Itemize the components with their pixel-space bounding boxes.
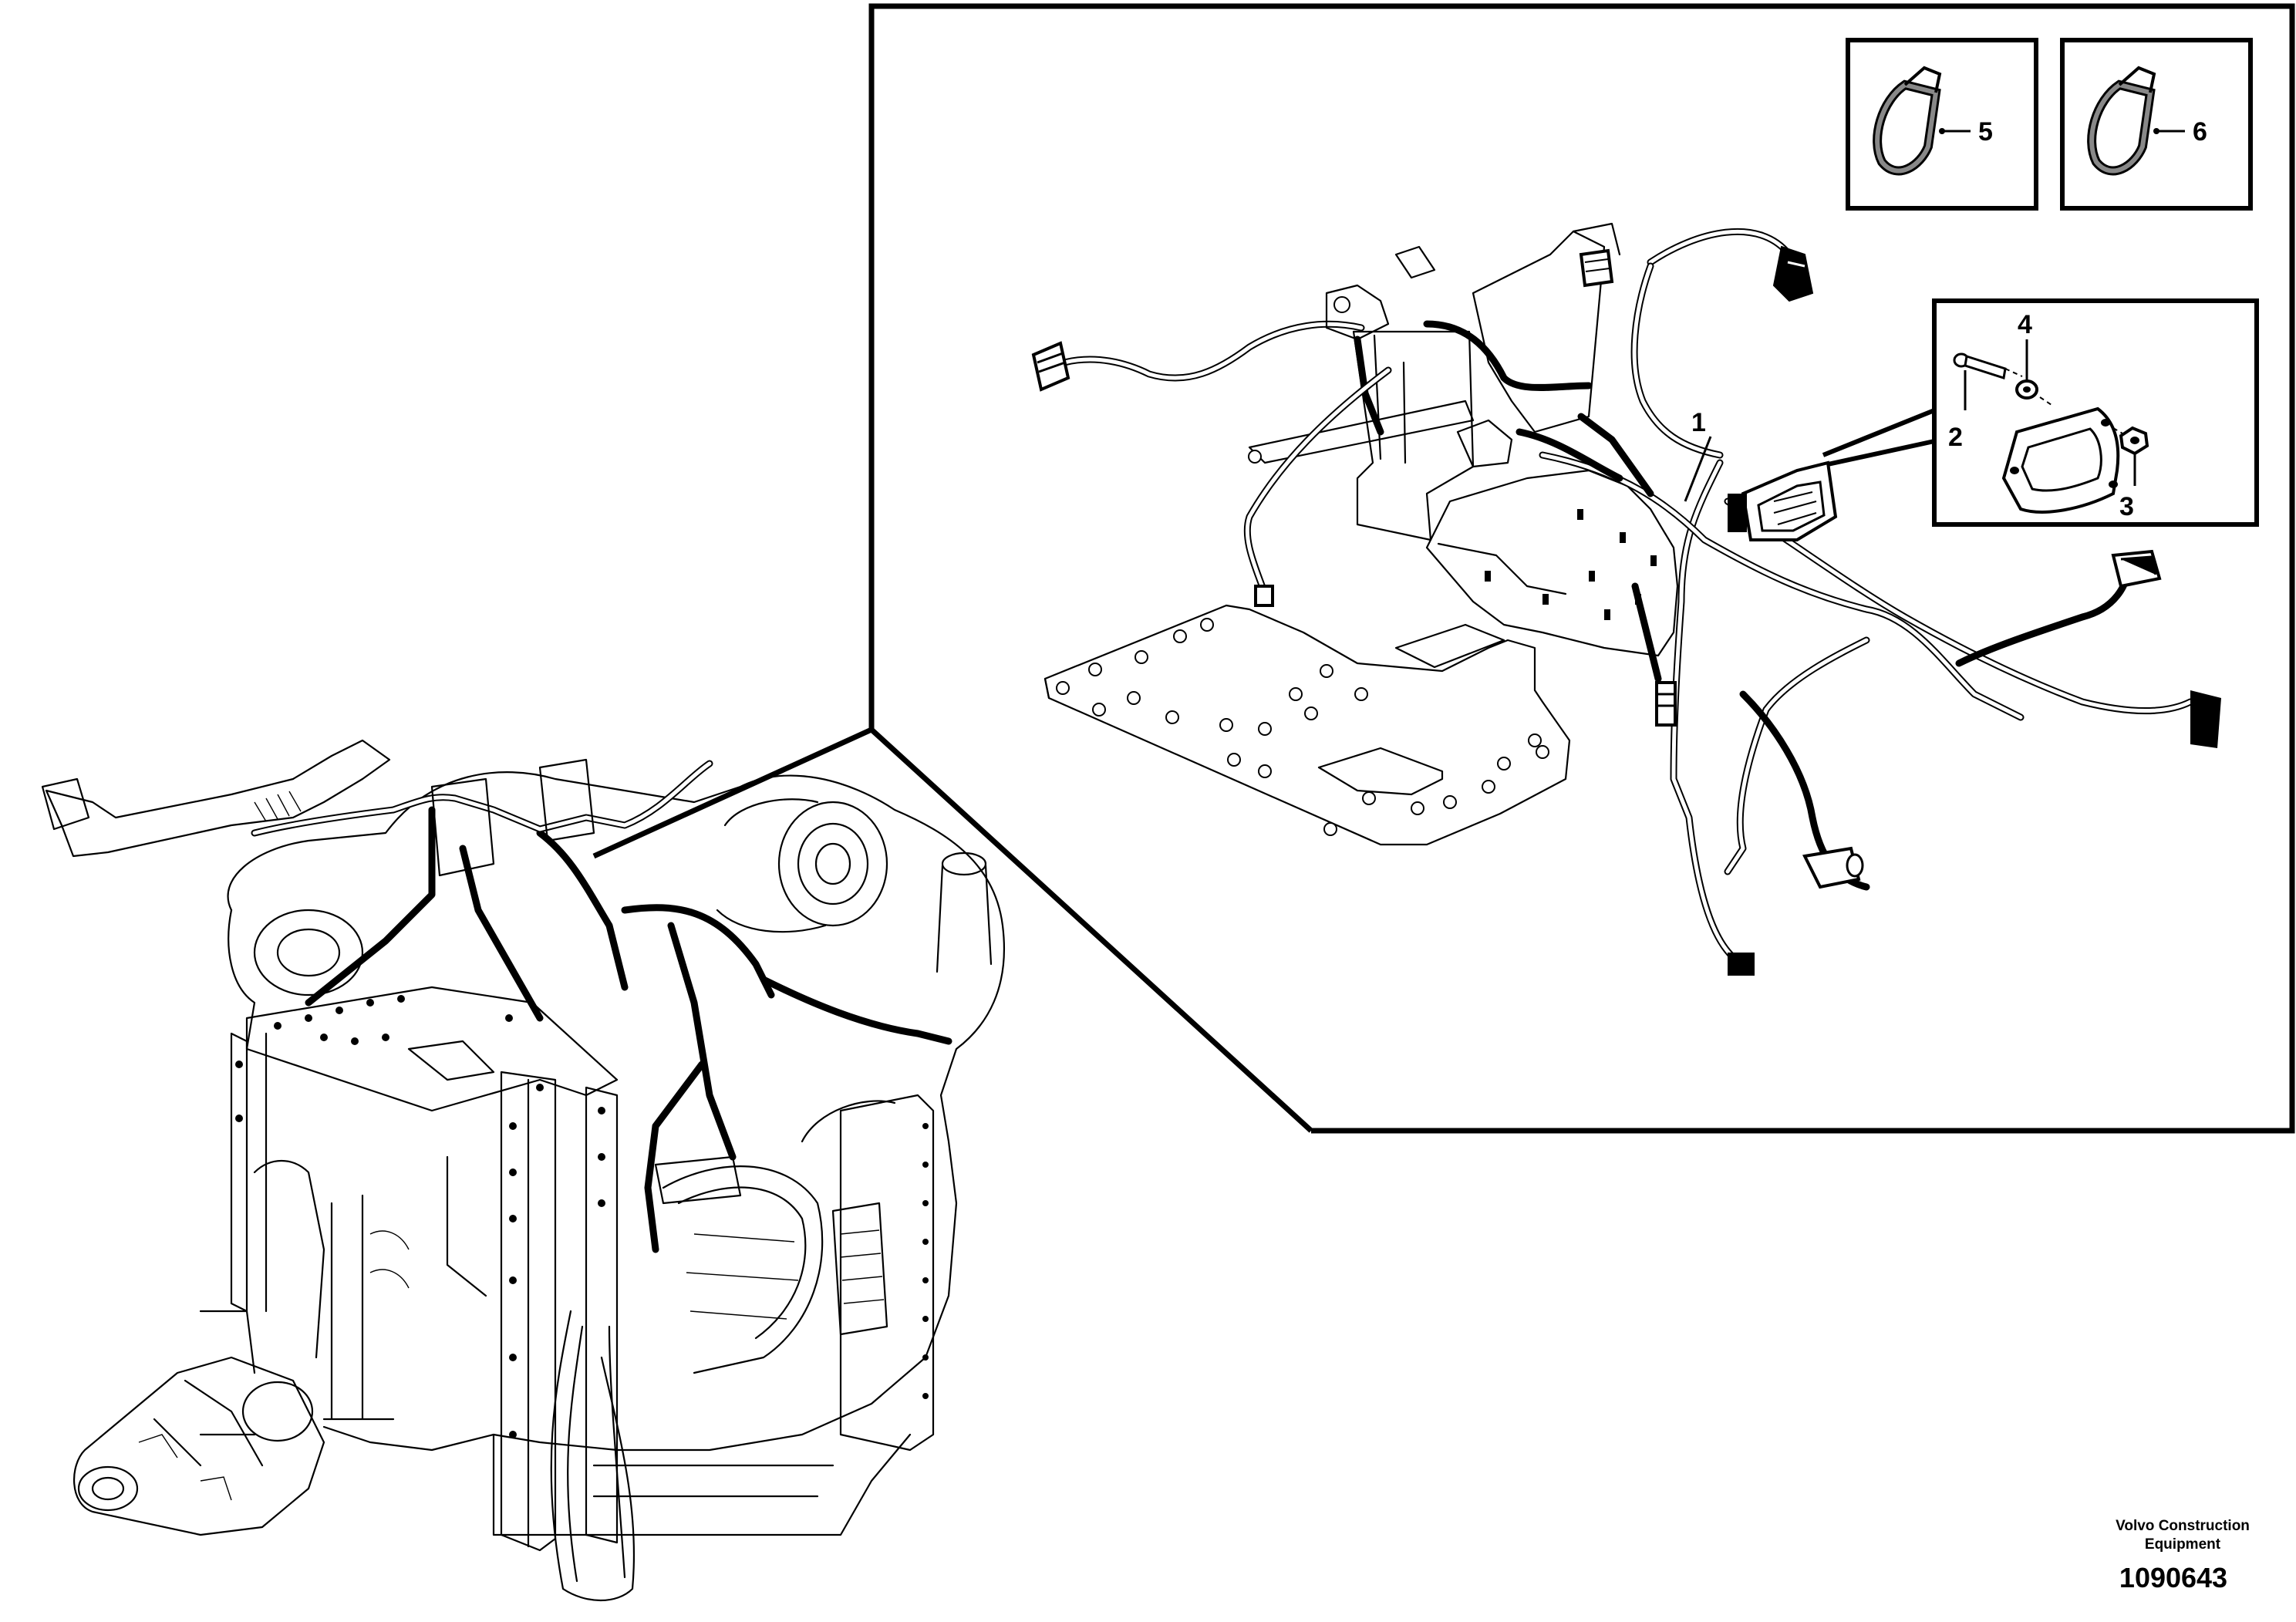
brand-line-2: Equipment	[2145, 1536, 2221, 1553]
connector-icon	[2111, 549, 2162, 588]
title-block: Volvo Construction Equipment 1090643	[2116, 1518, 2250, 1593]
callout-3: 3	[2119, 492, 2134, 521]
callout-5: 5	[1978, 117, 1993, 147]
connector-icon	[1802, 846, 1864, 889]
washer-icon	[2015, 379, 2038, 400]
cable-tie-icon	[2087, 66, 2156, 176]
callout-4: 4	[2018, 310, 2032, 339]
connector-icon	[1728, 953, 1755, 976]
connector-icon	[1772, 245, 1814, 302]
callout-2: 2	[1948, 423, 1963, 452]
ecu-connector-icon	[1728, 460, 1838, 541]
connector-icon	[1031, 341, 1070, 392]
cable-tie-icon	[1873, 66, 1942, 176]
mounting-bracket-icon	[2001, 406, 2120, 514]
nut-icon	[2119, 426, 2149, 456]
brand-line-1: Volvo Construction	[2116, 1518, 2250, 1534]
callout-1: 1	[1691, 408, 1706, 437]
connector-icon	[2190, 690, 2221, 748]
fastener-box: 2 4 3	[1932, 298, 2259, 527]
engine-overview	[41, 739, 1006, 1601]
clip-box-6: 6	[2060, 38, 2253, 211]
connector-icon	[1254, 585, 1274, 607]
detail-frame	[868, 3, 2295, 1134]
drawing-number: 1090643	[2119, 1562, 2227, 1593]
connector-icon	[1655, 681, 1677, 727]
harness-detail: 1	[1031, 222, 2221, 976]
fastener-pointer	[1822, 408, 1936, 467]
plate-bolts	[1056, 618, 1549, 836]
callout-6: 6	[2193, 117, 2207, 147]
bolt-icon	[1953, 352, 2007, 379]
clip-box-5: 5	[1846, 38, 2038, 211]
